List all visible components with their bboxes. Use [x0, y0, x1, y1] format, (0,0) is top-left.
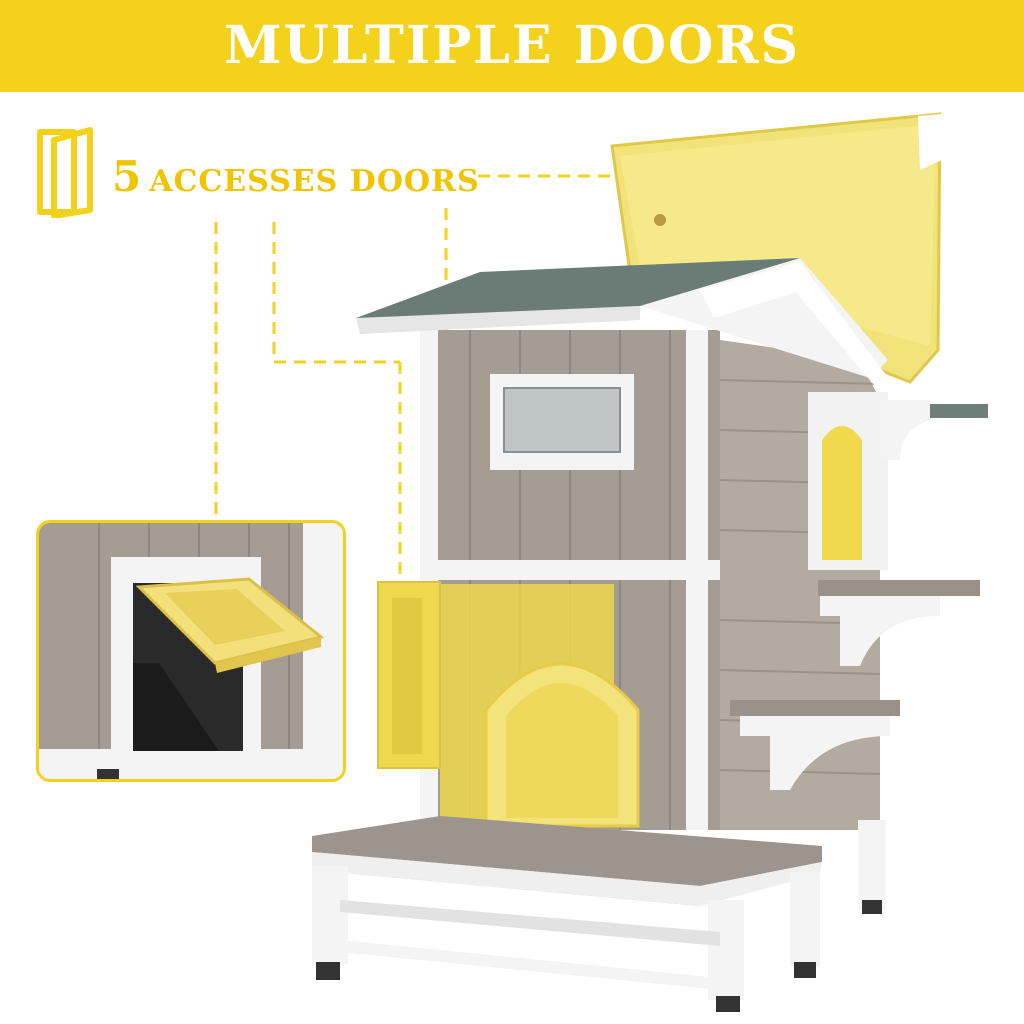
side-shelves [730, 580, 980, 790]
roof-lid [610, 112, 942, 384]
house-legs [858, 820, 886, 914]
callout-text: ACCESSES DOORS [149, 164, 480, 199]
callout-number: 5 [112, 152, 142, 201]
door-outline-icon [37, 127, 93, 218]
door-detail-illustration [39, 523, 343, 779]
title-banner: MULTIPLE DOORS [0, 0, 1024, 92]
house-roof [356, 258, 890, 392]
door-detail-inset [36, 520, 346, 782]
front-doors [377, 581, 640, 828]
step-bench [312, 816, 822, 1012]
doors-callout: 5 ACCESSES DOORS [112, 152, 480, 201]
banner-title: MULTIPLE DOORS [223, 15, 801, 76]
